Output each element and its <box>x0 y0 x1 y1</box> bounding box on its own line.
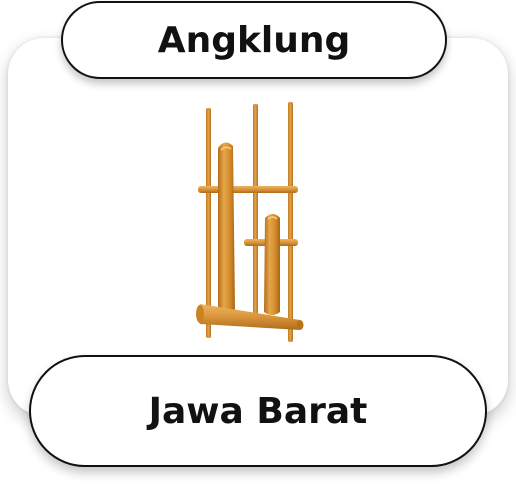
right-rod <box>288 102 293 342</box>
base-end-left <box>196 305 204 323</box>
region-name: Jawa Barat <box>148 390 368 432</box>
instrument-name: Angklung <box>157 19 351 61</box>
angklung-instrument-icon <box>196 102 304 342</box>
bamboo-base <box>197 304 302 330</box>
middle-rod <box>253 104 258 316</box>
upper-crossbar <box>198 186 298 193</box>
large-bamboo-tube <box>218 142 235 313</box>
base-end-right <box>296 320 304 330</box>
region-label: Jawa Barat <box>29 355 487 467</box>
left-rod <box>206 108 211 338</box>
title-label: Angklung <box>61 1 447 79</box>
small-bamboo-tube <box>264 214 280 315</box>
